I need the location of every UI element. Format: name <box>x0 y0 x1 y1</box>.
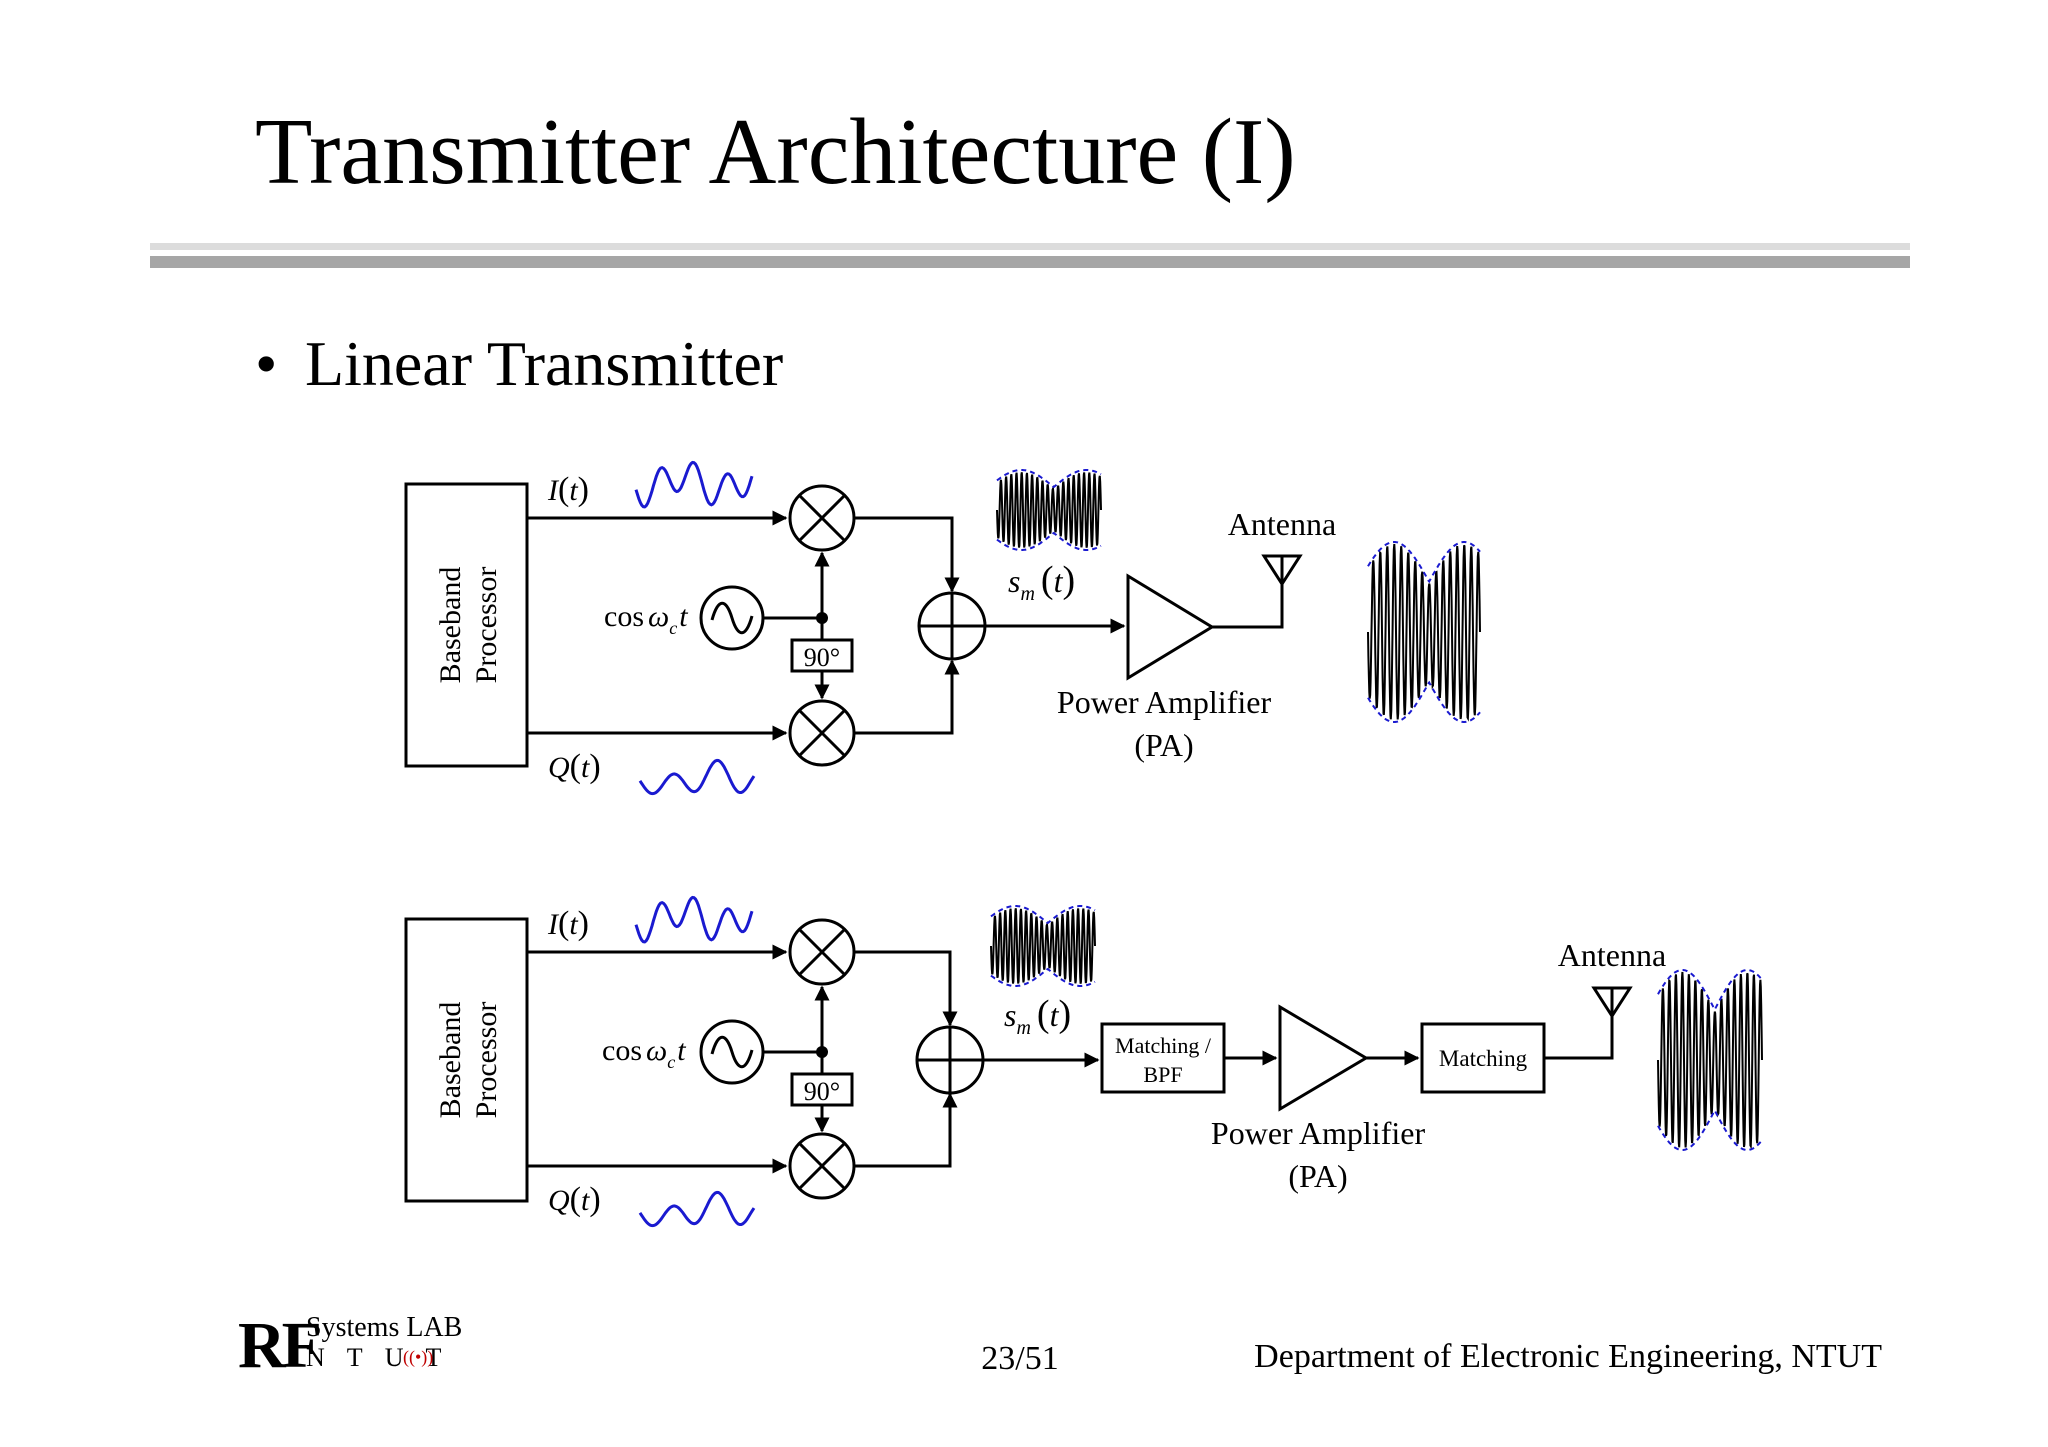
i-mixer <box>788 484 856 552</box>
output-rf-waveform <box>1367 541 1481 723</box>
carrier-trace <box>990 908 1096 984</box>
baseband-processor-label-1: Baseband <box>434 567 467 684</box>
matching-bpf-label-2: BPF <box>1143 1062 1182 1087</box>
q-label: Q(t) <box>548 1181 601 1218</box>
antenna-icon <box>1261 554 1303 587</box>
matching-to-antenna-line <box>1544 1012 1614 1060</box>
logo-rf-text: RF <box>238 1309 322 1382</box>
pa-label-2: (PA) <box>1288 1158 1347 1194</box>
baseband-processor-box <box>404 917 529 1203</box>
q-label-paren-close: ) <box>589 748 600 785</box>
q-mixer <box>788 1132 856 1200</box>
envelope-top-dashed <box>996 469 1102 489</box>
power-amplifier-triangle <box>1126 573 1215 681</box>
title-rule-dark <box>150 256 1910 268</box>
modulated-signal-waveform <box>996 469 1102 551</box>
bullet-marker: • <box>255 328 278 399</box>
q-label-t: t <box>581 751 590 784</box>
output-rf-waveform <box>1657 969 1763 1151</box>
pa-to-antenna-line <box>1212 580 1284 629</box>
i-baseband-waveform <box>634 895 754 944</box>
i-mixer-to-adder <box>854 950 958 1027</box>
q-mixer-to-adder <box>854 659 960 735</box>
i-label-paren-close: ) <box>578 471 589 508</box>
q-label: Q(t) <box>548 748 601 785</box>
i-label-paren-open: ( <box>558 471 569 508</box>
antenna-label: Antenna <box>1228 506 1336 542</box>
department-footer: Department of Electronic Engineering, NT… <box>1254 1338 1882 1375</box>
q-mixer-to-adder <box>854 1092 958 1168</box>
adder-icon <box>915 1025 985 1095</box>
oscillator-sine-icon <box>710 601 754 635</box>
i-label: I(t) <box>547 471 589 508</box>
antenna-label: Antenna <box>1558 937 1666 973</box>
envelope-bottom-dashed <box>996 531 1102 551</box>
logo-systems-lab-text: Systems LAB <box>306 1312 463 1343</box>
logo-ntut-text: N T U T <box>306 1343 450 1372</box>
q-mixer <box>788 699 856 767</box>
modulated-signal-waveform <box>990 905 1096 987</box>
phase-shifter-label: 90° <box>804 643 840 672</box>
q-label-letter: Q <box>548 751 570 784</box>
logo-wave-icon: ((•)) <box>403 1347 434 1367</box>
sm-label: sm(t) <box>1004 993 1071 1039</box>
carrier-trace <box>1657 971 1763 1150</box>
carrier-trace <box>1367 543 1481 722</box>
matching-out-label: Matching <box>1439 1046 1528 1071</box>
baseband-processor-box <box>404 482 529 768</box>
i-baseband-waveform <box>634 460 754 509</box>
i-mixer-to-adder <box>854 516 960 593</box>
envelope-bottom-dashed <box>990 967 1096 987</box>
bullet-text: Linear Transmitter <box>305 328 784 399</box>
envelope-bottom-dashed <box>1657 1108 1763 1151</box>
page-number: 23/51 <box>981 1340 1059 1377</box>
pa-label-1: Power Amplifier <box>1211 1115 1426 1151</box>
envelope-top-dashed <box>990 905 1096 925</box>
title-rule-light <box>150 243 1910 250</box>
matching-bpf-box <box>1100 1022 1226 1094</box>
adder-icon <box>917 591 987 661</box>
phase-shifter-label: 90° <box>804 1077 840 1106</box>
q-label-paren-open: ( <box>570 748 581 785</box>
q-baseband-waveform <box>638 758 756 796</box>
envelope-top-dashed <box>1657 969 1763 1012</box>
baseband-processor-label-1: Baseband <box>434 1002 467 1119</box>
antenna-icon <box>1591 986 1633 1019</box>
q-baseband-waveform <box>638 1190 756 1228</box>
baseband-processor-label-2: Processor <box>470 567 503 684</box>
envelope-bottom-dashed <box>1367 680 1481 723</box>
slide-title: Transmitter Architecture (I) <box>255 100 1296 204</box>
phase-shifter-box <box>790 638 854 673</box>
oscillator-sine-icon <box>710 1035 754 1069</box>
baseband-processor-label-2: Processor <box>470 1002 503 1119</box>
matching-out-box <box>1420 1022 1546 1094</box>
sm-label: sm(t) <box>1008 559 1075 605</box>
pa-label-2: (PA) <box>1134 727 1193 763</box>
bullet-item: •Linear Transmitter <box>255 332 783 396</box>
power-amplifier-triangle <box>1278 1004 1369 1112</box>
envelope-top-dashed <box>1367 541 1481 584</box>
i-label: I(t) <box>547 905 589 942</box>
i-label-letter: I <box>547 474 560 507</box>
i-label-t: t <box>569 474 578 507</box>
i-mixer <box>788 918 856 986</box>
carrier-trace <box>996 472 1102 548</box>
matching-bpf-label-1: Matching / <box>1115 1033 1212 1058</box>
pa-label-1: Power Amplifier <box>1057 684 1272 720</box>
